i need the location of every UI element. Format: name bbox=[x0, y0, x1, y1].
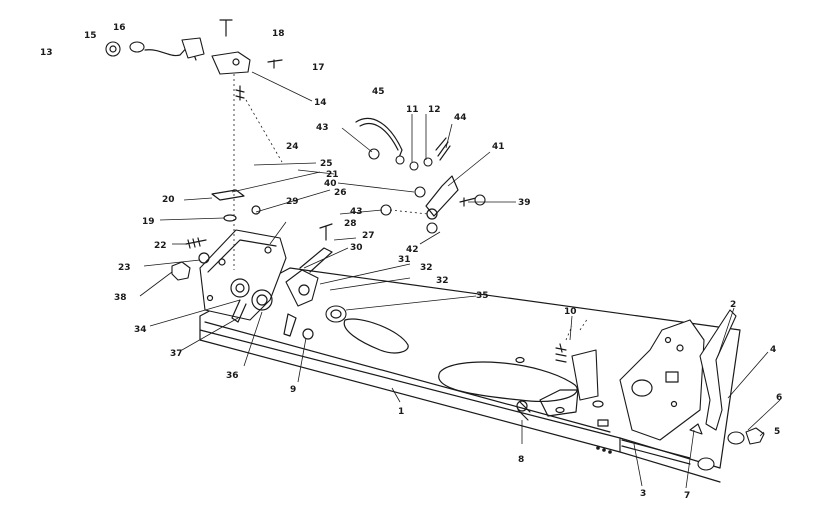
part-label: 41 bbox=[492, 142, 505, 152]
part-label: 18 bbox=[272, 29, 285, 39]
part-label: 13 bbox=[40, 48, 53, 58]
part-label: 43 bbox=[350, 207, 363, 217]
part-label: 17 bbox=[312, 63, 325, 73]
part-label: 20 bbox=[162, 195, 175, 205]
part-label: 39 bbox=[518, 198, 531, 208]
part-label: 35 bbox=[476, 291, 489, 301]
part-label: 27 bbox=[362, 231, 375, 241]
part-label: 28 bbox=[344, 219, 357, 229]
base-plate bbox=[199, 267, 741, 483]
upper-spring-assembly bbox=[105, 19, 283, 270]
upper-lever-assembly bbox=[355, 117, 486, 234]
part-label: 37 bbox=[170, 349, 183, 359]
part-label: 32 bbox=[420, 263, 433, 273]
part-label: 5 bbox=[774, 427, 780, 437]
part-label: 31 bbox=[398, 255, 411, 265]
part-label: 7 bbox=[684, 491, 690, 501]
part-label: 42 bbox=[406, 245, 419, 255]
part-label: 24 bbox=[286, 142, 299, 152]
part-label: 36 bbox=[226, 371, 239, 381]
center-linkage bbox=[516, 317, 599, 421]
part-label: 9 bbox=[290, 385, 296, 395]
part-label: 22 bbox=[154, 241, 167, 251]
part-label: 1 bbox=[398, 407, 404, 417]
part-label: 3 bbox=[640, 489, 646, 499]
part-label: 34 bbox=[134, 325, 147, 335]
part-label: 4 bbox=[770, 345, 776, 355]
part-labels: 13 15 16 18 17 14 24 45 11 12 44 43 25 4… bbox=[40, 23, 782, 501]
part-label: 15 bbox=[84, 31, 97, 41]
part-label: 6 bbox=[776, 393, 782, 403]
part-label: 14 bbox=[314, 98, 327, 108]
part-label: 19 bbox=[142, 217, 155, 227]
part-label: 30 bbox=[350, 243, 363, 253]
part-label: 2 bbox=[730, 300, 736, 310]
part-label: 44 bbox=[454, 113, 467, 123]
part-label: 16 bbox=[113, 23, 126, 33]
right-bracket-assembly bbox=[619, 309, 765, 471]
part-label: 38 bbox=[114, 293, 127, 303]
part-label: 8 bbox=[518, 455, 524, 465]
part-label: 23 bbox=[118, 263, 131, 273]
part-label: 29 bbox=[286, 197, 299, 207]
part-label: 40 bbox=[324, 179, 337, 189]
leader-lines bbox=[139, 71, 781, 489]
part-label: 45 bbox=[372, 87, 385, 97]
part-label: 43 bbox=[316, 123, 329, 133]
part-label: 25 bbox=[320, 159, 333, 169]
part-label: 12 bbox=[428, 105, 441, 115]
part-label: 32 bbox=[436, 276, 449, 286]
part-label: 11 bbox=[406, 105, 419, 115]
left-bracket-assembly bbox=[171, 189, 347, 340]
part-label: 21 bbox=[326, 170, 339, 180]
part-label: 10 bbox=[564, 307, 577, 317]
part-label: 26 bbox=[334, 188, 347, 198]
